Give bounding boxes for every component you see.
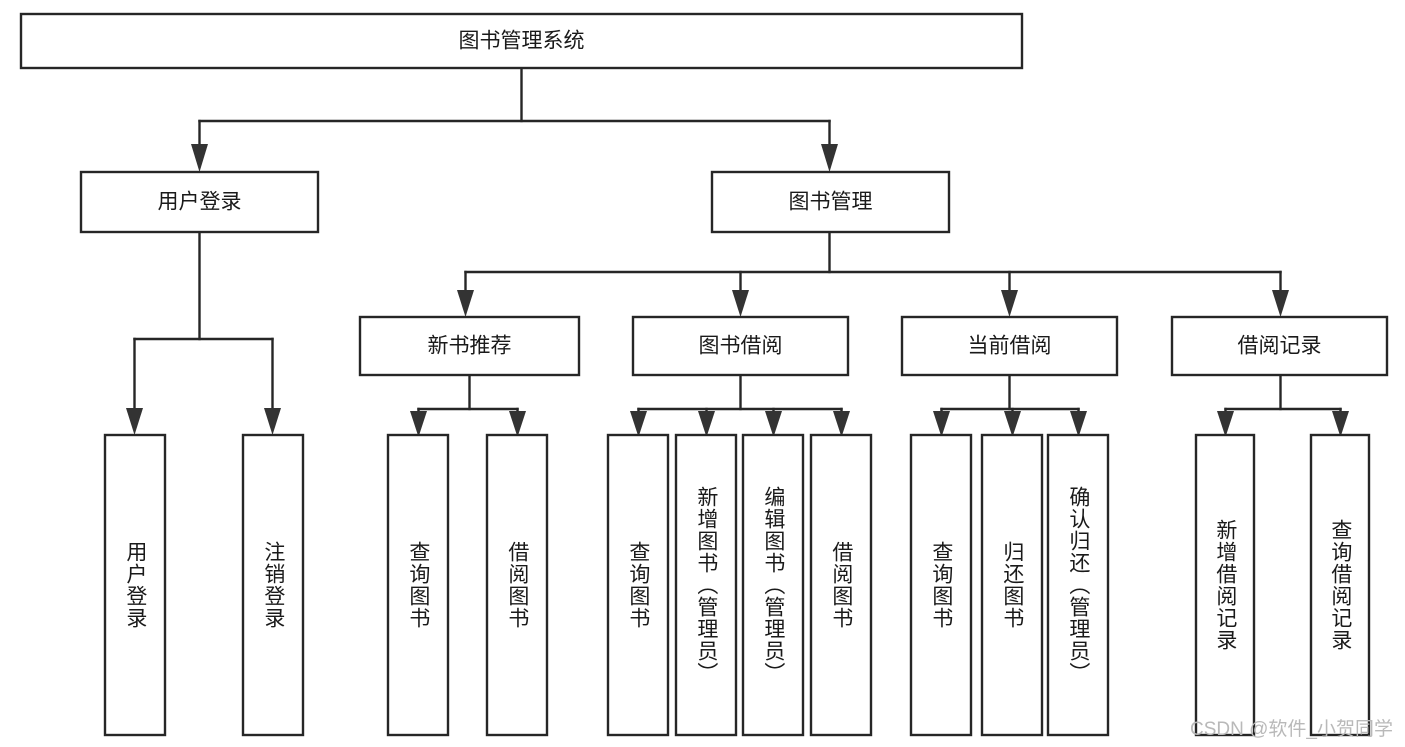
leaf-boxes bbox=[103, 433, 1371, 737]
node-book-borrow[interactable]: 图书借阅 bbox=[631, 315, 850, 377]
arrow-to-user-login-icon bbox=[191, 144, 208, 172]
connectors-book-management-to-level2 bbox=[457, 230, 1289, 317]
arrow-to-current-borrow-icon bbox=[1001, 290, 1018, 317]
arrow-leaf-query-borrow-record-icon bbox=[1332, 411, 1349, 437]
arrow-to-new-book-recommend-icon bbox=[457, 290, 474, 317]
node-borrow-record[interactable]: 借阅记录 bbox=[1170, 315, 1389, 377]
arrow-to-book-management-icon bbox=[821, 144, 838, 172]
arrow-leaf-query-book-borrow-icon bbox=[630, 411, 647, 437]
connectors-new-book-recommend-to-leaves bbox=[410, 373, 526, 437]
node-current-borrow[interactable]: 当前借阅 bbox=[900, 315, 1119, 377]
leaf-confirm-return-box[interactable] bbox=[1046, 433, 1110, 737]
arrow-leaf-borrow-book-icon bbox=[833, 411, 850, 437]
node-book-management[interactable]: 图书管理 bbox=[710, 170, 951, 234]
node-new-book-recommend-box[interactable] bbox=[358, 315, 581, 377]
node-user-login-label: 用户登录 bbox=[158, 191, 242, 214]
leaf-borrow-book-box[interactable] bbox=[809, 433, 873, 737]
connectors-current-borrow-to-leaves bbox=[933, 373, 1087, 437]
arrow-to-borrow-record-icon bbox=[1272, 290, 1289, 317]
leaf-query-book-cur-box[interactable] bbox=[909, 433, 973, 737]
connectors-user-login-to-leaves bbox=[126, 230, 281, 435]
leaf-add-book-box[interactable] bbox=[674, 433, 738, 737]
leaf-return-book-box[interactable] bbox=[980, 433, 1044, 737]
node-user-login[interactable]: 用户登录 bbox=[79, 170, 320, 234]
connectors-root-to-level1 bbox=[191, 66, 838, 172]
arrow-leaf-return-book-icon bbox=[1004, 411, 1021, 437]
arrow-leaf-confirm-return-icon bbox=[1070, 411, 1087, 437]
leaf-query-borrow-record-box[interactable] bbox=[1309, 433, 1371, 737]
node-book-borrow-box[interactable] bbox=[631, 315, 850, 377]
arrow-to-book-borrow-icon bbox=[732, 290, 749, 317]
arrow-leaf-add-book-icon bbox=[698, 411, 715, 437]
node-current-borrow-box[interactable] bbox=[900, 315, 1119, 377]
arrow-leaf-user-login-icon bbox=[126, 408, 143, 435]
arrow-leaf-borrow-book-rec-icon bbox=[509, 411, 526, 437]
leaf-query-book-rec-box[interactable] bbox=[386, 433, 450, 737]
connectors-borrow-record-to-leaves bbox=[1217, 373, 1349, 437]
leaf-add-borrow-record-box[interactable] bbox=[1194, 433, 1256, 737]
node-borrow-record-label: 借阅记录 bbox=[1238, 335, 1322, 358]
leaf-user-login-box[interactable] bbox=[103, 433, 167, 737]
leaf-edit-book-box[interactable] bbox=[741, 433, 805, 737]
arrow-leaf-add-borrow-record-icon bbox=[1217, 411, 1234, 437]
leaf-logout-login-box[interactable] bbox=[241, 433, 305, 737]
connectors-book-borrow-to-leaves bbox=[630, 373, 850, 437]
leaf-borrow-book-rec-box[interactable] bbox=[485, 433, 549, 737]
node-root[interactable]: 图书管理系统 bbox=[19, 12, 1024, 70]
node-book-management-box[interactable] bbox=[710, 170, 951, 234]
node-borrow-record-box[interactable] bbox=[1170, 315, 1389, 377]
node-new-book-recommend-label: 新书推荐 bbox=[428, 335, 512, 358]
arrow-leaf-query-book-rec-icon bbox=[410, 411, 427, 437]
leaf-query-book-borrow-box[interactable] bbox=[606, 433, 670, 737]
node-book-borrow-label: 图书借阅 bbox=[699, 335, 783, 358]
node-user-login-box[interactable] bbox=[79, 170, 320, 234]
node-root-label: 图书管理系统 bbox=[459, 30, 585, 53]
node-current-borrow-label: 当前借阅 bbox=[968, 335, 1052, 358]
arrow-leaf-edit-book-icon bbox=[765, 411, 782, 437]
node-new-book-recommend[interactable]: 新书推荐 bbox=[358, 315, 581, 377]
arrow-leaf-logout-login-icon bbox=[264, 408, 281, 435]
node-root-box[interactable] bbox=[19, 12, 1024, 70]
arrow-leaf-query-book-cur-icon bbox=[933, 411, 950, 437]
node-book-management-label: 图书管理 bbox=[789, 191, 873, 214]
